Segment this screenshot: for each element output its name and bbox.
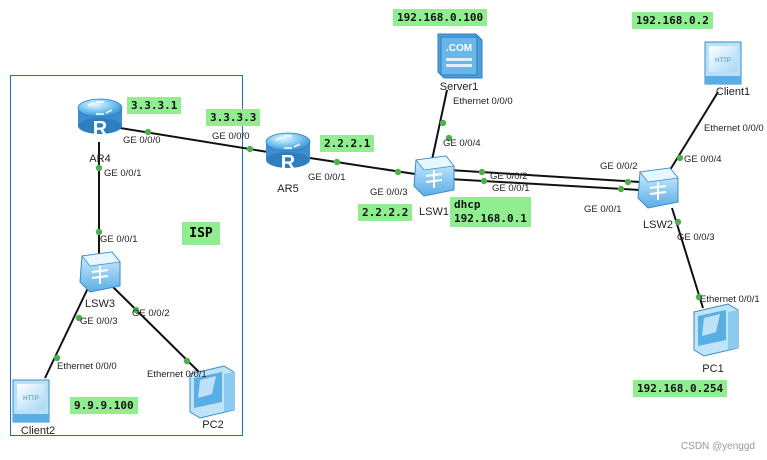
port-label: GE 0/0/1	[104, 168, 142, 179]
port-dot	[674, 218, 682, 226]
port-label: GE 0/0/2	[132, 308, 170, 319]
port-dot	[75, 314, 83, 322]
port-dot	[439, 119, 447, 127]
switch-lsw1[interactable]	[413, 155, 455, 197]
port-dot	[246, 145, 254, 153]
pc-pc1[interactable]	[693, 303, 739, 357]
device-label-pc1: PC1	[702, 363, 723, 375]
port-label: GE 0/0/1	[100, 234, 138, 245]
port-dot	[624, 178, 632, 186]
device-label-lsw1: LSW1	[419, 206, 449, 218]
http-icon-text: HTTP	[715, 58, 731, 64]
device-label-ar5: AR5	[277, 183, 298, 195]
ip-tag-ar4: 3.3.3.1	[127, 97, 182, 114]
device-label-lsw3: LSW3	[85, 298, 115, 310]
port-label: Ethernet 0/0/0	[453, 96, 513, 107]
link-server1-lsw1	[431, 89, 448, 161]
port-dot	[132, 306, 140, 314]
port-dot	[53, 354, 61, 362]
port-dot	[394, 168, 402, 176]
port-label: GE 0/0/4	[684, 154, 722, 165]
http-icon-text: HTTP	[23, 396, 39, 402]
port-dot	[617, 185, 625, 193]
link-lsw3-client2	[44, 287, 89, 379]
port-dot	[695, 293, 703, 301]
port-label: GE 0/0/2	[600, 161, 638, 172]
dhcp-label: dhcp	[454, 198, 481, 211]
port-dot	[478, 168, 486, 176]
device-label-pc2: PC2	[202, 419, 223, 431]
device-label-server1: Server1	[440, 81, 479, 93]
port-dot	[183, 357, 191, 365]
port-dot	[144, 128, 152, 136]
ip-tag-lsw1-dhcp: dhcp 192.168.0.1	[450, 197, 531, 227]
isp-region-label: ISP	[182, 222, 220, 245]
port-dot	[445, 134, 453, 142]
port-label: GE 0/0/0	[212, 131, 250, 142]
pc-pc2[interactable]	[189, 365, 235, 419]
ip-tag-lsw1-ge003: 2.2.2.2	[358, 204, 413, 221]
dhcp-gateway: 192.168.0.1	[454, 212, 527, 225]
port-label: GE 0/0/4	[443, 138, 481, 149]
ip-tag-client2: 9.9.9.100	[70, 397, 138, 414]
port-label: GE 0/0/2	[490, 171, 528, 182]
port-label: Ethernet 0/0/0	[704, 123, 764, 134]
port-dot	[95, 228, 103, 236]
router-ar5[interactable]: R	[265, 132, 311, 174]
port-dot	[676, 154, 684, 162]
server-server1[interactable]: .COM	[437, 33, 483, 79]
ip-tag-server1: 192.168.0.100	[393, 9, 488, 26]
port-label: GE 0/0/3	[80, 316, 118, 327]
ip-tag-ar5-ge000: 3.3.3.3	[206, 109, 261, 126]
server-icon-text: .COM	[446, 43, 472, 54]
port-label: GE 0/0/1	[584, 204, 622, 215]
ip-tag-client1: 192.168.0.2	[632, 12, 713, 29]
device-label-ar4: AR4	[89, 153, 110, 165]
device-label-lsw2: LSW2	[643, 219, 673, 231]
switch-lsw3[interactable]	[79, 251, 121, 293]
port-dot	[95, 164, 103, 172]
switch-lsw2[interactable]	[637, 167, 679, 209]
device-label-client2: Client2	[21, 425, 55, 437]
port-label: GE 0/0/1	[492, 183, 530, 194]
link-ar4-ar5	[119, 127, 269, 153]
port-label: GE 0/0/0	[123, 135, 161, 146]
svg-text:R: R	[281, 152, 296, 174]
client-client1[interactable]: HTTP	[704, 41, 742, 85]
isp-region-border	[10, 75, 243, 436]
port-dots	[53, 119, 703, 365]
port-label: GE 0/0/1	[308, 172, 346, 183]
ip-tag-pc1: 192.168.0.254	[633, 380, 728, 397]
port-dot	[333, 158, 341, 166]
watermark: CSDN @yenggd	[680, 441, 755, 452]
ip-tag-ar5-ge001: 2.2.2.1	[320, 135, 375, 152]
port-dot	[480, 177, 488, 185]
port-label: Ethernet 0/0/1	[700, 294, 760, 305]
port-label: GE 0/0/3	[677, 232, 715, 243]
router-ar4[interactable]: R	[77, 98, 123, 140]
port-label: Ethernet 0/0/0	[57, 361, 117, 372]
svg-text:R: R	[93, 118, 108, 140]
device-label-client1: Client1	[716, 86, 750, 98]
client-client2[interactable]: HTTP	[12, 379, 50, 423]
port-label: Ethernet 0/0/1	[147, 369, 207, 380]
port-label: GE 0/0/3	[370, 187, 408, 198]
